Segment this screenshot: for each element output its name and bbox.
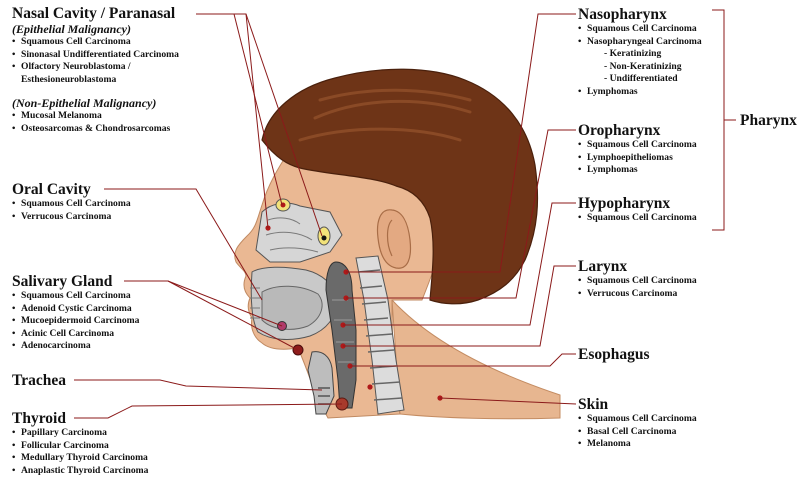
list-item: Anaplastic Thyroid Carcinoma	[12, 465, 148, 478]
oropharynx-title: Oropharynx	[578, 122, 697, 139]
list-item: Squamous Cell Carcinoma	[578, 212, 697, 225]
list-subitem: Non-Keratinizing	[578, 61, 702, 74]
list-item: Squamous Cell Carcinoma	[578, 23, 702, 36]
list-item: Papillary Carcinoma	[12, 427, 148, 440]
larynx-block: Larynx Squamous Cell Carcinoma Verrucous…	[578, 258, 697, 300]
trachea-block: Trachea	[12, 372, 66, 389]
skin-list: Squamous Cell Carcinoma Basal Cell Carci…	[578, 413, 697, 451]
nasopharynx-list: Squamous Cell Carcinoma Nasopharyngeal C…	[578, 23, 702, 99]
list-item: Osteosarcomas & Chondrosarcomas	[12, 123, 179, 136]
oral-cavity-block: Oral Cavity Squamous Cell Carcinoma Verr…	[12, 181, 131, 223]
list-item: Squamous Cell Carcinoma	[578, 275, 697, 288]
neck-shoulder	[392, 300, 560, 419]
salivary-gland-title: Salivary Gland	[12, 273, 139, 290]
oral-cavity-title: Oral Cavity	[12, 181, 131, 198]
salivary-gland-block: Salivary Gland Squamous Cell Carcinoma A…	[12, 273, 139, 353]
esophagus-block: Esophagus	[578, 346, 650, 363]
list-item: Mucosal Melanoma	[12, 110, 179, 123]
pharynx-bracket	[712, 10, 736, 230]
list-item: Olfactory Neuroblastoma /	[12, 61, 179, 74]
list-item: Squamous Cell Carcinoma	[12, 290, 139, 303]
thyroid-block: Thyroid Papillary Carcinoma Follicular C…	[12, 410, 148, 477]
list-item: Melanoma	[578, 438, 697, 451]
list-item: Squamous Cell Carcinoma	[578, 413, 697, 426]
list-subitem: Keratinizing	[578, 48, 702, 61]
skin-title: Skin	[578, 396, 697, 413]
list-item: Medullary Thyroid Carcinoma	[12, 452, 148, 465]
list-item: Verrucous Carcinoma	[12, 211, 131, 224]
list-item: Verrucous Carcinoma	[578, 288, 697, 301]
nasopharynx-block: Nasopharynx Squamous Cell Carcinoma Naso…	[578, 6, 702, 99]
thyroid-list: Papillary Carcinoma Follicular Carcinoma…	[12, 427, 148, 477]
oropharynx-list: Squamous Cell Carcinoma Lymphoepitheliom…	[578, 139, 697, 177]
list-item: Lymphoepitheliomas	[578, 152, 697, 165]
list-item: Basal Cell Carcinoma	[578, 426, 697, 439]
tongue	[262, 286, 322, 329]
nasopharynx-title: Nasopharynx	[578, 6, 702, 23]
list-item: Mucoepidermoid Carcinoma	[12, 315, 139, 328]
list-item: Sinonasal Undifferentiated Carcinoma	[12, 49, 179, 62]
list-item: Squamous Cell Carcinoma	[578, 139, 697, 152]
non-epithelial-list: Mucosal Melanoma Osteosarcomas & Chondro…	[12, 110, 179, 135]
list-item: Acinic Cell Carcinoma	[12, 328, 139, 341]
list-item: Follicular Carcinoma	[12, 440, 148, 453]
hypopharynx-block: Hypopharynx Squamous Cell Carcinoma	[578, 195, 697, 225]
list-item: Squamous Cell Carcinoma	[12, 198, 131, 211]
esophagus-title: Esophagus	[578, 346, 650, 363]
non-epithelial-label: (Non-Epithelial Malignancy)	[12, 96, 179, 110]
larynx-list: Squamous Cell Carcinoma Verrucous Carcin…	[578, 275, 697, 300]
list-item: Squamous Cell Carcinoma	[12, 36, 179, 49]
epithelial-label: (Epithelial Malignancy)	[12, 22, 179, 36]
list-item: Lymphomas	[578, 86, 702, 99]
list-item: Adenocarcinoma	[12, 340, 139, 353]
thyroid-title: Thyroid	[12, 410, 148, 427]
hypopharynx-list: Squamous Cell Carcinoma	[578, 212, 697, 225]
oropharynx-block: Oropharynx Squamous Cell Carcinoma Lymph…	[578, 122, 697, 177]
list-item: Esthesioneuroblastoma	[12, 74, 179, 87]
oral-cavity-list: Squamous Cell Carcinoma Verrucous Carcin…	[12, 198, 131, 223]
nasal-cavity-title: Nasal Cavity / Paranasal	[12, 5, 179, 22]
hypopharynx-title: Hypopharynx	[578, 195, 697, 212]
pharynx-title: Pharynx	[740, 112, 797, 129]
larynx-title: Larynx	[578, 258, 697, 275]
nasal-cavity-block: Nasal Cavity / Paranasal (Epithelial Mal…	[12, 5, 179, 136]
list-item: Adenoid Cystic Carcinoma	[12, 303, 139, 316]
list-item: Lymphomas	[578, 164, 697, 177]
trachea-title: Trachea	[12, 372, 66, 389]
skin-block: Skin Squamous Cell Carcinoma Basal Cell …	[578, 396, 697, 451]
pharynx-block: Pharynx	[740, 112, 797, 129]
salivary-gland-list: Squamous Cell Carcinoma Adenoid Cystic C…	[12, 290, 139, 353]
epithelial-list: Squamous Cell Carcinoma Sinonasal Undiff…	[12, 36, 179, 86]
list-item: Nasopharyngeal Carcinoma	[578, 36, 702, 49]
list-subitem: Undifferentiated	[578, 73, 702, 86]
